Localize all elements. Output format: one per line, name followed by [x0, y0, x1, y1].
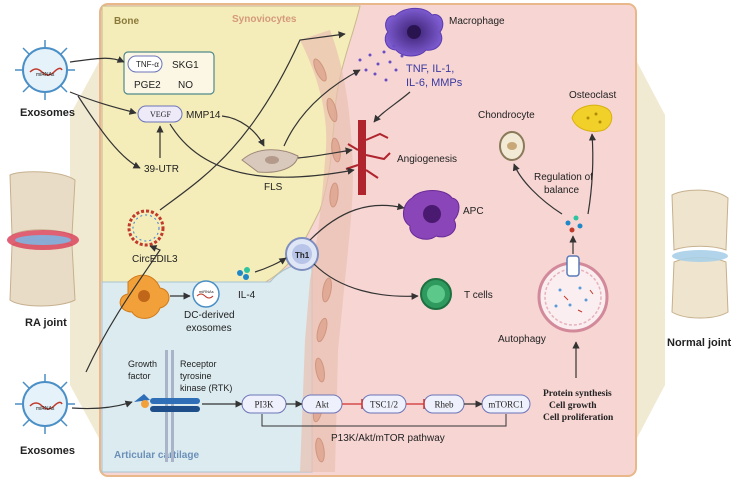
- arrow-cytokines-angio: [373, 91, 411, 123]
- cartilage-label: Articular cartilage: [114, 450, 199, 461]
- pathway-edges: [202, 399, 483, 409]
- cytokines-line1: TNF, IL-1,: [406, 63, 454, 75]
- utr-label: 39-UTR: [144, 164, 179, 175]
- osteoclast-icon: [571, 104, 613, 132]
- dc-mirnas-label: miRNAs: [199, 289, 214, 294]
- ra-joint-image: [7, 171, 79, 307]
- tnf-alpha-label: TNF-α: [136, 60, 159, 69]
- rtk-line2: tyrosine: [180, 371, 212, 381]
- regulation-line1: Regulation of: [534, 172, 593, 183]
- regulation-line2: balance: [544, 185, 579, 196]
- blood-vessel-icon: [345, 120, 391, 195]
- macrophage-icon: [384, 7, 444, 57]
- dc-label-line1: DC-derived: [184, 310, 235, 321]
- outcome-line3: Cell proliferation: [543, 413, 614, 423]
- ra-joint-label: RA joint: [25, 317, 67, 329]
- dc-exosome-icon: [192, 280, 220, 308]
- pathway-caption: P13K/Akt/mTOR pathway: [331, 433, 445, 444]
- autophagosome-icon: [537, 255, 609, 333]
- fls-nucleus: [265, 156, 279, 164]
- arrow-exo-utr: [77, 95, 141, 169]
- normal-joint-image: [671, 189, 729, 319]
- arrow-il4-th1: [254, 257, 287, 273]
- bone-label: Bone: [114, 16, 139, 27]
- pathway-node-label: Rheb: [435, 400, 454, 410]
- receptor-icon: [134, 394, 200, 412]
- apc-icon: [403, 190, 460, 240]
- macrophage-label: Macrophage: [449, 16, 505, 27]
- arrow-circ-bone: [159, 31, 346, 211]
- pathway-node-label: PI3K: [254, 400, 274, 410]
- circedil3-label: CircEDIL3: [132, 254, 178, 265]
- dendritic-cell-icon: [119, 274, 170, 319]
- growth-factor-line1: Growth: [128, 359, 157, 369]
- il4-dots: [237, 267, 250, 280]
- th1-label: Th1: [295, 251, 310, 260]
- chondrocyte-icon: [499, 131, 525, 161]
- vegf-label: VEGF: [150, 110, 171, 119]
- right-funnel: [636, 60, 665, 440]
- released-particles: [565, 215, 583, 233]
- t-cells-label: T cells: [464, 290, 493, 301]
- arrow-exo-vegf: [69, 91, 137, 115]
- rtk-line1: Receptor: [180, 359, 217, 369]
- exosome-top: [15, 40, 75, 100]
- pathway-node-label: mTORC1: [488, 400, 523, 410]
- outcome-line2: Cell growth: [549, 401, 597, 411]
- tnf-alpha-pill: [127, 55, 163, 73]
- arrow-fls-macrophage: [283, 69, 361, 147]
- rtk-line3: kinase (RTK): [180, 383, 232, 393]
- left-funnel: [70, 60, 100, 440]
- th1-nucleus: [292, 244, 312, 264]
- outcome-line1: Protein synthesis: [543, 389, 612, 399]
- normal-joint-label: Normal joint: [667, 337, 732, 349]
- mirnas-bottom-label: miRNAs: [36, 406, 55, 412]
- arrow-exo-targets: [69, 56, 125, 63]
- arrow-mmp14-fls: [221, 115, 265, 147]
- arrow-particles-chondrocyte: [512, 163, 563, 215]
- pathway-bracket: [261, 414, 507, 427]
- synoviocytes-label: Synoviocytes: [232, 14, 297, 25]
- circedil3-icon: [127, 209, 165, 247]
- dc-label-line2: exosomes: [186, 323, 232, 334]
- synoviocyte-strip: [300, 30, 353, 472]
- angiogenesis-label: Angiogenesis: [397, 154, 457, 165]
- arrow-fls-angio: [297, 147, 353, 159]
- pathway-node-label: Akt: [315, 400, 329, 410]
- skg1-label: SKG1: [172, 60, 199, 71]
- osteoclast-label: Osteoclast: [569, 90, 616, 101]
- fls-label: FLS: [264, 182, 283, 193]
- exosomes-bottom-label: Exosomes: [20, 445, 75, 457]
- exosomes-top-label: Exosomes: [20, 107, 75, 119]
- arrow-particles-osteoclast: [587, 133, 597, 215]
- autophagy-label: Autophagy: [498, 334, 546, 345]
- pathway-nodes: PI3K Akt TSC1/2 Rheb mTORC1: [241, 394, 531, 414]
- arrow-vegf-angio: [169, 123, 355, 178]
- t-cell-nucleus: [427, 285, 445, 303]
- apc-label: APC: [463, 206, 484, 217]
- il4-label: IL-4: [238, 290, 256, 301]
- pathway-node-label: TSC1/2: [370, 400, 398, 410]
- arrow-th1-apc: [309, 203, 405, 241]
- arrow-exo-receptor: [71, 400, 133, 410]
- exosome-bottom: [15, 374, 75, 434]
- growth-factor-line2: factor: [128, 371, 151, 381]
- mirnas-top-label: miRNAs: [36, 72, 55, 78]
- arrow-th1-tcells: [313, 263, 419, 300]
- cytokines-line2: IL-6, MMPs: [406, 77, 463, 89]
- pge2-label: PGE2: [134, 80, 161, 91]
- vegf-pill: [137, 105, 183, 123]
- arrow-exo-circ: [85, 245, 161, 373]
- arrows: [69, 31, 597, 410]
- chondrocyte-label: Chondrocyte: [478, 110, 535, 121]
- mmp14-label: MMP14: [186, 110, 221, 121]
- no-label: NO: [178, 80, 193, 91]
